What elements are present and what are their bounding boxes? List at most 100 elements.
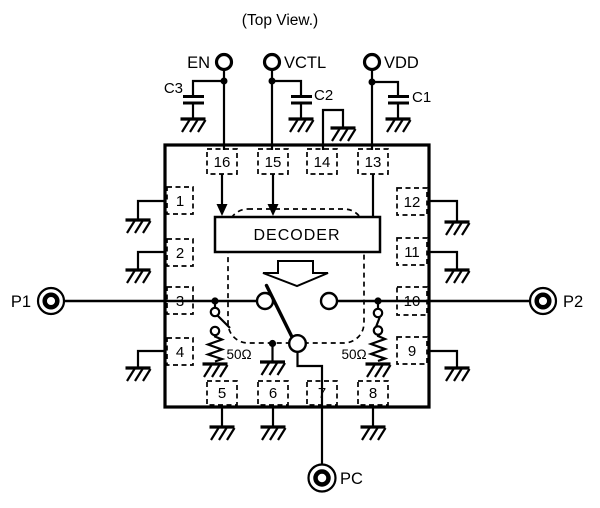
pin15-number: 15 <box>265 154 282 171</box>
p2-port-label: P2 <box>563 293 583 311</box>
pin12-box <box>396 187 428 216</box>
pin14-number: 14 <box>314 154 331 171</box>
pin4-ground-icon <box>123 366 153 383</box>
pin1-box <box>166 186 194 215</box>
shunt-left-resistor-label: 50Ω <box>226 347 251 362</box>
pin9-box <box>396 336 428 365</box>
pin16-arrow-icon <box>216 204 228 216</box>
pin3-number: 3 <box>176 293 184 310</box>
pin9-ground-icon <box>442 366 472 383</box>
shunt-right-contact-top <box>372 307 384 319</box>
pin1-ground-icon <box>123 218 153 235</box>
right-external-grounds <box>429 199 472 383</box>
shunt-left-contact-bottom <box>209 325 221 337</box>
vctl-terminal-label: VCTL <box>284 54 326 72</box>
pin16-number: 16 <box>214 154 231 171</box>
c2-ground-icon <box>286 117 316 134</box>
pc-port-label: PC <box>340 470 363 488</box>
internal-mid-ground <box>258 339 287 377</box>
shunt-right-ground-icon <box>363 362 393 379</box>
pin8-number: 8 <box>369 385 377 402</box>
diagram-title: (Top View.) <box>242 12 318 29</box>
c3-label: C3 <box>164 80 183 97</box>
p2-port-group: P2 <box>528 286 583 316</box>
pin12-number: 12 <box>404 194 421 211</box>
pin16-box <box>206 148 238 175</box>
pin3-box <box>166 286 194 315</box>
pin9-number: 9 <box>408 343 416 360</box>
left-external-grounds <box>123 199 165 383</box>
decoder-control-lines <box>216 174 375 217</box>
c2-label: C2 <box>314 87 333 104</box>
pin5-box <box>206 380 238 406</box>
common-to-pc-trace <box>296 352 324 465</box>
ic-package-outline <box>163 143 431 409</box>
mid-ground-icon <box>258 360 287 377</box>
shunt-right: 50Ω <box>341 303 393 379</box>
p1-port-label: P1 <box>11 293 31 311</box>
pin1-number: 1 <box>176 193 184 210</box>
pin14-ground-icon <box>328 126 358 143</box>
c1-ground-icon <box>383 117 413 134</box>
shunt-left-resistor-icon <box>204 335 226 363</box>
en-terminal-icon <box>214 52 234 72</box>
decoder-label: DECODER <box>253 227 340 244</box>
shunt-left-contact-top <box>209 306 221 318</box>
shunt-right-resistor-icon <box>367 334 389 363</box>
vctl-terminal-icon <box>262 52 282 72</box>
pin4-number: 4 <box>176 344 184 361</box>
vdd-terminal-icon <box>362 52 382 72</box>
c3-capacitor-group: C3 <box>164 79 224 134</box>
rf-path <box>64 283 530 354</box>
decoder-block: DECODER <box>213 215 382 254</box>
pin4-box <box>166 337 194 366</box>
pin2-box <box>166 238 194 267</box>
pin2-number: 2 <box>176 245 184 262</box>
switch-common-contact <box>288 334 308 354</box>
pin-boxes: 16 15 14 13 1 2 3 4 12 11 10 9 5 6 7 8 <box>166 148 428 406</box>
bottom-external-grounds <box>207 407 388 442</box>
pc-port-group: PC <box>307 463 363 493</box>
shunt-left-arm <box>216 314 231 329</box>
c1-capacitor-group: C1 <box>372 80 431 134</box>
vctl-terminal-group: VCTL <box>262 52 326 150</box>
p1-port-group: P1 <box>11 286 66 316</box>
pin14-ground-loop <box>321 108 358 150</box>
c1-label: C1 <box>412 89 431 106</box>
pin13-number: 13 <box>365 154 382 171</box>
shunt-left-ground-icon <box>200 362 230 379</box>
pin15-arrow-icon <box>267 204 279 216</box>
pin6-number: 6 <box>269 385 277 402</box>
pin14-box <box>306 148 338 175</box>
pin11-box <box>396 237 428 266</box>
pin8-ground-icon <box>358 425 388 442</box>
shunt-left: 50Ω <box>200 303 252 379</box>
pin10-number: 10 <box>404 293 421 310</box>
c2-capacitor-group: C2 <box>272 79 333 134</box>
pin7-number: 7 <box>318 385 326 402</box>
pin11-ground-icon <box>442 268 472 285</box>
pin15-box <box>257 148 289 175</box>
pin6-ground-icon <box>258 425 288 442</box>
c3-ground-icon <box>178 117 208 134</box>
pin8-box <box>357 380 389 406</box>
pin5-ground-icon <box>207 425 237 442</box>
pin13-box <box>357 148 389 175</box>
pin10-box <box>396 286 428 316</box>
pin5-number: 5 <box>218 385 226 402</box>
pin7-box <box>306 380 338 406</box>
switch-arm <box>264 283 294 339</box>
shunt-right-resistor-label: 50Ω <box>341 347 366 362</box>
pin6-box <box>257 380 289 406</box>
vdd-terminal-label: VDD <box>384 54 419 72</box>
shunt-right-contact-bottom <box>372 325 384 336</box>
shunt-right-arm <box>374 316 382 328</box>
en-terminal-label: EN <box>187 54 210 72</box>
decoder-to-switch-arrow-icon <box>262 260 329 288</box>
switch-contact-p2 <box>319 291 339 311</box>
pin2-ground-icon <box>123 268 153 285</box>
vdd-terminal-group: VDD <box>362 52 419 150</box>
pin12-ground-icon <box>442 220 472 237</box>
